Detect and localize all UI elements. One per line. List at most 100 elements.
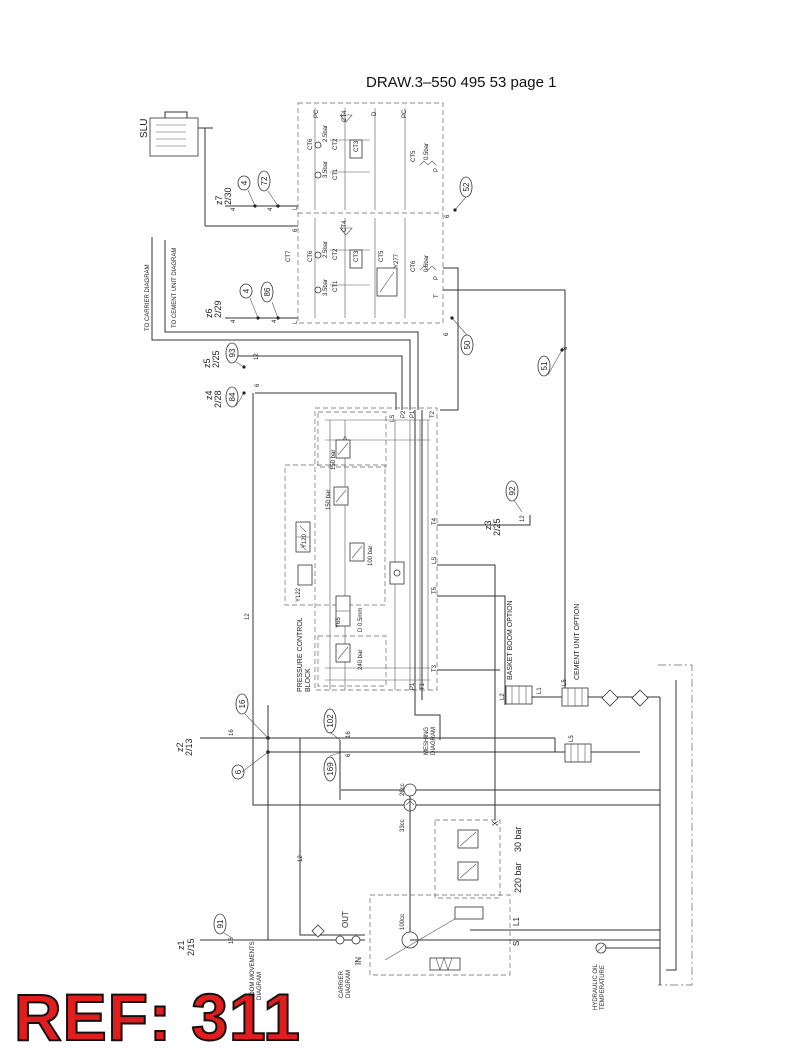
svg-text:91: 91	[216, 919, 225, 928]
p2-label: P2	[401, 410, 407, 418]
ls-label-top: LS	[390, 415, 396, 422]
svg-text:92: 92	[508, 486, 517, 495]
relief-valve-150-top	[335, 435, 351, 459]
slu-label: SLU	[139, 119, 150, 138]
l2-label: L2	[500, 693, 506, 700]
svg-text:169: 169	[326, 762, 335, 776]
ref-bubble-50: 50	[460, 334, 474, 356]
solenoid-valve-y65	[335, 595, 351, 627]
ct6b-label: CT6	[411, 260, 417, 272]
pressure-control-label: PRESSURE CONTROL	[297, 617, 304, 692]
wire-num: 6	[255, 383, 261, 387]
ref-bubble-51: 51	[537, 355, 551, 377]
p220-label: 220 bar	[513, 862, 523, 893]
zone-z7: z7	[214, 195, 224, 205]
hydraulic-oil-label: HYDRAULIC OIL	[593, 963, 599, 1010]
svg-text:72: 72	[260, 176, 269, 185]
ct7-label: CT7	[286, 250, 292, 262]
filter-1	[601, 689, 619, 707]
basket-boom-connector	[505, 685, 533, 705]
c33-label: 33cc	[400, 819, 406, 832]
ref-stamp: REF: 311	[13, 980, 301, 1054]
ref-bubble-6: 6	[231, 764, 245, 780]
ref-bubble-102: 102	[323, 708, 337, 734]
ct5-label-bottom: CT5	[379, 250, 385, 262]
y120-label: Y120	[302, 533, 308, 548]
svg-text:16: 16	[238, 699, 247, 708]
ref-bubble-92: 92	[505, 480, 519, 502]
meshing-label: MESHING	[424, 727, 430, 755]
filter-2	[631, 689, 649, 707]
y65-label: Y65	[336, 617, 342, 628]
l-label-1: L	[293, 206, 299, 210]
wire-num: 4	[231, 207, 237, 211]
l5-connector-lower	[564, 743, 592, 763]
carrier-diagram-label: DIAGRAM	[346, 970, 352, 998]
p35-label-bottom: 3.5bar	[323, 279, 329, 296]
main-pump-100cc	[384, 906, 484, 971]
svg-text:52: 52	[462, 182, 471, 191]
t4-label: T4	[432, 517, 438, 525]
wire-num: 6	[346, 753, 352, 757]
pc-label-2: PC	[402, 109, 408, 118]
ref-bubble-72: 72	[257, 170, 271, 192]
solenoid-valve-y122	[297, 564, 313, 586]
t2-label: T2	[430, 410, 436, 418]
svg-text:84: 84	[228, 392, 237, 401]
to-cement-label: TO CEMENT UNIT DIAGRAM	[172, 248, 178, 328]
wire-num: 16	[346, 731, 352, 738]
p1-label-top: P1	[410, 410, 416, 418]
zone-z2-ref: 2/13	[184, 738, 194, 756]
ct6-label-bottom: CT6	[308, 250, 314, 262]
relief-valve-240	[335, 643, 351, 663]
ct3-label-bottom: CT3	[354, 250, 360, 262]
t1-label: T1	[420, 682, 426, 690]
out-label: OUT	[341, 911, 350, 928]
ct4-label-top: CT4	[342, 110, 348, 122]
svg-text:4: 4	[242, 288, 251, 293]
basket-boom-label: BASKET BOOM OPTION	[507, 600, 514, 680]
svg-text:4: 4	[240, 180, 249, 185]
page-title: DRAW.3–550 495 53 page 1	[366, 74, 557, 91]
svg-text:51: 51	[540, 361, 549, 370]
p06-label: 0.6bar	[424, 255, 430, 272]
temperature-gauge	[595, 942, 660, 954]
svg-text:6: 6	[234, 769, 243, 774]
zone-z5: z5	[202, 358, 212, 368]
boom-diagram-label: DIAGRAM	[257, 972, 263, 1000]
p240-label: 240 bar	[358, 650, 364, 670]
in-label: IN	[354, 957, 363, 965]
p1-label-bottom: P1	[410, 682, 416, 690]
ct6-label-top: CT6	[308, 138, 314, 150]
wire-num: 6	[293, 228, 299, 232]
ct3-label-top: CT3	[354, 140, 360, 152]
zone-z2: z2	[175, 742, 185, 752]
x-label: X	[491, 820, 500, 826]
pressure-valve-220	[457, 829, 479, 849]
ref-bubble-16: 16	[235, 693, 249, 715]
c100-label: 100cc	[400, 914, 406, 930]
zone-z4: z4	[204, 390, 214, 400]
zone-z4-ref: 2/28	[213, 390, 223, 408]
ref-bubble-4b: 4	[239, 283, 253, 299]
wire-num: 6	[444, 332, 450, 336]
t3-label: T3	[432, 664, 438, 672]
l5-label-2: L5	[569, 735, 575, 742]
wire-num: 12	[520, 515, 526, 522]
svg-text:102: 102	[326, 714, 335, 728]
l1-label: L1	[512, 917, 521, 926]
pressure-valve-30	[457, 861, 479, 881]
l-label-2: L	[293, 320, 299, 324]
p30-label: 30 bar	[513, 826, 523, 852]
wire-num: 12	[254, 353, 260, 360]
p150-label-1: 150 bar	[331, 450, 337, 470]
l1-label-option: L1	[537, 687, 543, 694]
block-label: BLOCK	[305, 668, 312, 692]
svg-text:93: 93	[228, 348, 237, 357]
s-label: S	[512, 941, 521, 946]
p35-label-top: 3.5bar	[323, 161, 329, 178]
ref-bubble-4a: 4	[237, 175, 251, 191]
wire-num: 4	[272, 319, 278, 323]
ref-bubble-84: 84	[225, 386, 239, 408]
